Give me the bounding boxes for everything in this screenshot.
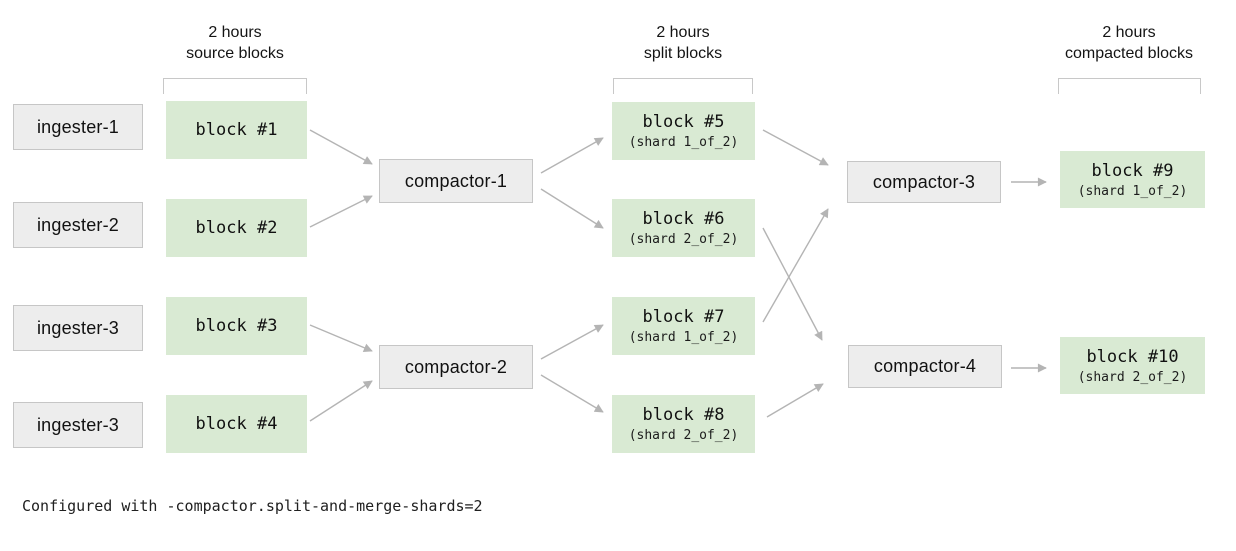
block-label: block #8 bbox=[642, 405, 725, 425]
column-header-source-line1: 2 hours bbox=[208, 24, 262, 41]
column-header-compacted-line1: 2 hours bbox=[1102, 24, 1156, 41]
ingester-label: ingester-3 bbox=[36, 414, 120, 435]
ingester-label: ingester-3 bbox=[36, 317, 120, 338]
node-block-8: block #8 (shard 2_of_2) bbox=[612, 395, 755, 453]
compactor-label: compactor-4 bbox=[873, 356, 977, 376]
node-block-1: block #1 bbox=[166, 101, 307, 159]
block-label: block #10 bbox=[1086, 346, 1179, 367]
arrow-block-4-to-compactor-2 bbox=[309, 380, 373, 422]
ingester-label: ingester-2 bbox=[36, 214, 120, 235]
node-ingester-1: ingester-1 bbox=[13, 104, 143, 150]
ingester-label: ingester-1 bbox=[36, 116, 120, 137]
block-label: block #7 bbox=[642, 307, 725, 327]
compactor-label: compactor-2 bbox=[404, 356, 508, 377]
shard-sublabel: (shard 2_of_2) bbox=[1077, 369, 1188, 385]
arrow-block-1-to-compactor-1 bbox=[309, 129, 373, 165]
node-compactor-1: compactor-1 bbox=[379, 159, 533, 203]
block-label: block #2 bbox=[195, 218, 278, 238]
compactor-label: compactor-3 bbox=[872, 171, 976, 192]
arrow-compactor-1-to-block-5 bbox=[540, 137, 604, 174]
shard-sublabel: (shard 2_of_2) bbox=[628, 232, 739, 247]
arrow-block-2-to-compactor-1 bbox=[309, 195, 373, 228]
node-compactor-2: compactor-2 bbox=[379, 345, 533, 389]
node-block-6: block #6 (shard 2_of_2) bbox=[612, 199, 755, 257]
arrow-compactor-1-to-block-6 bbox=[540, 188, 604, 229]
arrow-block-7-to-compactor-3 bbox=[762, 208, 829, 323]
arrow-block-8-to-compactor-4 bbox=[766, 383, 824, 418]
column-header-source: 2 hours source blocks bbox=[125, 22, 345, 64]
column-header-source-line2: source blocks bbox=[186, 45, 284, 62]
shard-sublabel: (shard 1_of_2) bbox=[1077, 183, 1188, 199]
block-label: block #3 bbox=[195, 316, 278, 336]
block-label: block #4 bbox=[195, 414, 278, 434]
shard-sublabel: (shard 1_of_2) bbox=[628, 135, 739, 150]
block-label: block #9 bbox=[1091, 160, 1174, 181]
config-caption: Configured with -compactor.split-and-mer… bbox=[22, 497, 483, 515]
column-header-compacted-line2: compacted blocks bbox=[1064, 45, 1194, 62]
column-header-compacted: 2 hours compacted blocks bbox=[1019, 22, 1236, 64]
arrow-compactor-2-to-block-7 bbox=[540, 324, 604, 360]
bracket-source-blocks bbox=[163, 78, 307, 94]
node-compactor-3: compactor-3 bbox=[847, 161, 1001, 203]
node-ingester-3b: ingester-3 bbox=[13, 402, 143, 448]
column-header-split-line1: 2 hours bbox=[656, 24, 710, 41]
block-label: block #6 bbox=[642, 209, 725, 229]
node-block-4: block #4 bbox=[166, 395, 307, 453]
compactor-label: compactor-1 bbox=[404, 170, 508, 191]
arrow-block-5-to-compactor-3 bbox=[762, 129, 829, 166]
column-header-split: 2 hours split blocks bbox=[573, 22, 793, 64]
node-block-7: block #7 (shard 1_of_2) bbox=[612, 297, 755, 355]
arrow-block-6-to-compactor-4 bbox=[762, 227, 823, 341]
block-label: block #5 bbox=[642, 112, 725, 132]
arrow-block-3-to-compactor-2 bbox=[309, 324, 373, 353]
node-block-10: block #10 (shard 2_of_2) bbox=[1060, 337, 1205, 394]
node-block-3: block #3 bbox=[166, 297, 307, 355]
column-header-split-line2: split blocks bbox=[643, 45, 723, 62]
node-block-9: block #9 (shard 1_of_2) bbox=[1060, 151, 1205, 208]
block-label: block #1 bbox=[195, 120, 278, 140]
node-ingester-3a: ingester-3 bbox=[13, 305, 143, 351]
node-compactor-4: compactor-4 bbox=[848, 345, 1002, 388]
bracket-compacted-blocks bbox=[1058, 78, 1201, 94]
node-block-5: block #5 (shard 1_of_2) bbox=[612, 102, 755, 160]
node-block-2: block #2 bbox=[166, 199, 307, 257]
arrow-compactor-2-to-block-8 bbox=[540, 374, 604, 413]
bracket-split-blocks bbox=[613, 78, 753, 94]
shard-sublabel: (shard 1_of_2) bbox=[628, 330, 739, 345]
shard-sublabel: (shard 2_of_2) bbox=[628, 428, 739, 443]
node-ingester-2: ingester-2 bbox=[13, 202, 143, 248]
